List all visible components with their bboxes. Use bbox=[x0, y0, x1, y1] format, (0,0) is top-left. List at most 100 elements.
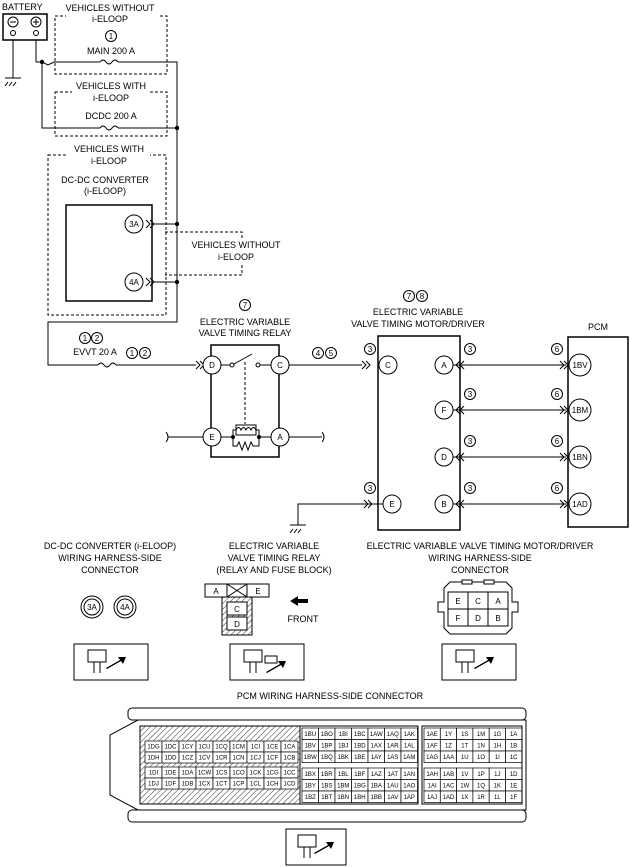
svg-text:4A: 4A bbox=[120, 603, 130, 612]
dcdc-pin-4a bbox=[124, 272, 144, 292]
pcm-cell-label: 1T bbox=[461, 743, 468, 749]
motor-num-1: 7 bbox=[407, 292, 412, 301]
pcm-cell-label: 1U bbox=[461, 755, 469, 761]
pcm-cell-label: 1AA bbox=[443, 755, 454, 761]
pcm-label: PCM bbox=[588, 322, 608, 332]
svg-text:F: F bbox=[442, 406, 447, 415]
pcm-cell-label: 1BO bbox=[321, 732, 333, 738]
relay-switch bbox=[233, 353, 253, 365]
main-fuse-num: 1 bbox=[109, 32, 114, 41]
svg-text:A: A bbox=[277, 433, 283, 442]
svg-text:D: D bbox=[234, 620, 240, 629]
note-vehicles-without-1a: VEHICLES WITHOUT bbox=[65, 3, 155, 13]
pcm-cell-label: 1CK bbox=[250, 771, 262, 777]
pcm-cell-label: 1Q bbox=[477, 783, 485, 789]
svg-text:D: D bbox=[209, 361, 215, 370]
relay-box bbox=[210, 344, 280, 458]
pcm-cell-label: 1AZ bbox=[371, 772, 382, 778]
pcm-cell-label: 1M bbox=[477, 732, 485, 738]
harness-side-icon-motor bbox=[441, 643, 517, 681]
evvt-fuse-num-1: 1 bbox=[83, 334, 88, 343]
pcm-cell-label: 1D bbox=[510, 772, 518, 778]
pcm-cell-label: 1R bbox=[477, 795, 485, 801]
note-vehicles-without-4b: i-ELOOP bbox=[218, 252, 254, 262]
svg-text:D: D bbox=[441, 453, 447, 462]
relay-connector-face: A E C D bbox=[204, 583, 270, 636]
svg-text:A: A bbox=[495, 597, 501, 606]
pcm-cell-label: 1DF bbox=[165, 782, 177, 788]
svg-text:E: E bbox=[255, 587, 260, 596]
motor-c-wire-num: 3 bbox=[368, 345, 373, 354]
pcm-cell-label: 1W bbox=[460, 783, 469, 789]
relay-connector-title-1: ELECTRIC VARIABLE bbox=[229, 541, 319, 551]
motor-title-b: VALVE TIMING MOTOR/DRIVER bbox=[351, 319, 485, 329]
pcm-cell-label: 1BZ bbox=[305, 795, 316, 801]
pcm-cell-label: 1BJ bbox=[338, 743, 348, 749]
motor-pcm-wires bbox=[453, 360, 569, 509]
evvt-wire-num-2: 2 bbox=[143, 349, 148, 358]
pcm-cell-label: 1BV bbox=[305, 743, 316, 749]
note-vehicles-with-3a: VEHICLES WITH bbox=[74, 144, 144, 154]
pcm-cell-label: 1BC bbox=[354, 732, 366, 738]
pcm-cell-label: 1BW bbox=[304, 755, 317, 761]
pcm-cell-label: 1BK bbox=[338, 755, 349, 761]
pcm-cell-label: 1F bbox=[510, 795, 517, 801]
note-vehicles-without-4a: VEHICLES WITHOUT bbox=[191, 240, 281, 250]
pcm-cell-label: 1AC bbox=[443, 783, 455, 789]
pcm-cell-label: 1Z bbox=[445, 743, 452, 749]
pcm-cell-label: 1CH bbox=[266, 782, 278, 788]
pcm-cell-label: 1BI bbox=[339, 732, 348, 738]
evvt-fuse-symbol bbox=[97, 362, 117, 368]
pcm-cell-label: 1AJ bbox=[427, 795, 437, 801]
pcm-cell-label: 1AI bbox=[428, 783, 437, 789]
pcm-cell-label: 1J bbox=[494, 772, 500, 778]
pcm-cell-label: 1BM bbox=[337, 783, 349, 789]
pcm-cell-label: 1O bbox=[477, 755, 485, 761]
motor-pin-c bbox=[378, 355, 398, 375]
pcm-cell-label: 1CI bbox=[251, 745, 261, 751]
dcdc-converter-title-a: DC-DC CONVERTER bbox=[61, 175, 149, 185]
pcm-cell-label: 1DJ bbox=[148, 782, 159, 788]
pcm-cell-label: 1DH bbox=[147, 756, 159, 762]
dcdc-fuse-label: DCDC 200 A bbox=[85, 111, 137, 121]
harness-side-icon-relay bbox=[229, 643, 305, 681]
pcm-cell-label: 1AS bbox=[387, 755, 398, 761]
pcm-cell-label: 1AN bbox=[403, 772, 415, 778]
pcm-cell-label: 1CT bbox=[216, 782, 228, 788]
relay-connector-title-2: VALVE TIMING RELAY bbox=[228, 553, 321, 563]
pcm-cell-1cd bbox=[280, 777, 299, 790]
pcm-cell-label: 1CL bbox=[250, 782, 262, 788]
svg-text:F: F bbox=[456, 614, 461, 623]
pcm-cell-label: 1BE bbox=[354, 755, 365, 761]
pcm-cell-label: 1BN bbox=[337, 795, 349, 801]
svg-text:E: E bbox=[209, 433, 214, 442]
pcm-wire-num-4: 6 bbox=[555, 484, 560, 493]
note-box-with-ieloop-3 bbox=[47, 154, 167, 316]
pcm-cell-label: 1BT bbox=[321, 795, 332, 801]
pcm-cell-label: 1DB bbox=[182, 782, 194, 788]
pcm-cell-1c bbox=[505, 750, 523, 763]
relay-connector-title-3: (RELAY AND FUSE BLOCK) bbox=[216, 565, 331, 575]
pcm-cell-1cb bbox=[280, 751, 299, 764]
pcm-cell-label: 1BA bbox=[371, 783, 382, 789]
svg-text:4A: 4A bbox=[129, 278, 139, 287]
pcm-cell-label: 1CF bbox=[267, 756, 279, 762]
pcm-cell-label: 1A bbox=[510, 732, 517, 738]
pcm-cell-label: 1G bbox=[493, 732, 501, 738]
pcm-cell-label: 1S bbox=[461, 732, 468, 738]
pcm-cell-label: 1CV bbox=[199, 756, 211, 762]
pcm-cell-label: 1BR bbox=[321, 772, 333, 778]
relay-c-wire-num-1: 4 bbox=[316, 349, 321, 358]
motor-e-wire-num: 3 bbox=[368, 484, 373, 493]
pcm-cell-label: 1AG bbox=[426, 755, 438, 761]
front-arrow-icon bbox=[290, 596, 308, 606]
main-fuse-label: MAIN 200 A bbox=[87, 46, 135, 56]
pcm-cell-label: 1CD bbox=[283, 782, 296, 788]
note-vehicles-without-1b: i-ELOOP bbox=[92, 14, 128, 24]
note-vehicles-with-3b: i-ELOOP bbox=[91, 156, 127, 166]
svg-text:3A: 3A bbox=[87, 603, 97, 612]
motor-title-a: ELECTRIC VARIABLE bbox=[373, 307, 463, 317]
pcm-cell-label: 1AM bbox=[403, 755, 415, 761]
pcm-cell-label: 1AK bbox=[404, 732, 415, 738]
svg-text:E: E bbox=[389, 500, 394, 509]
